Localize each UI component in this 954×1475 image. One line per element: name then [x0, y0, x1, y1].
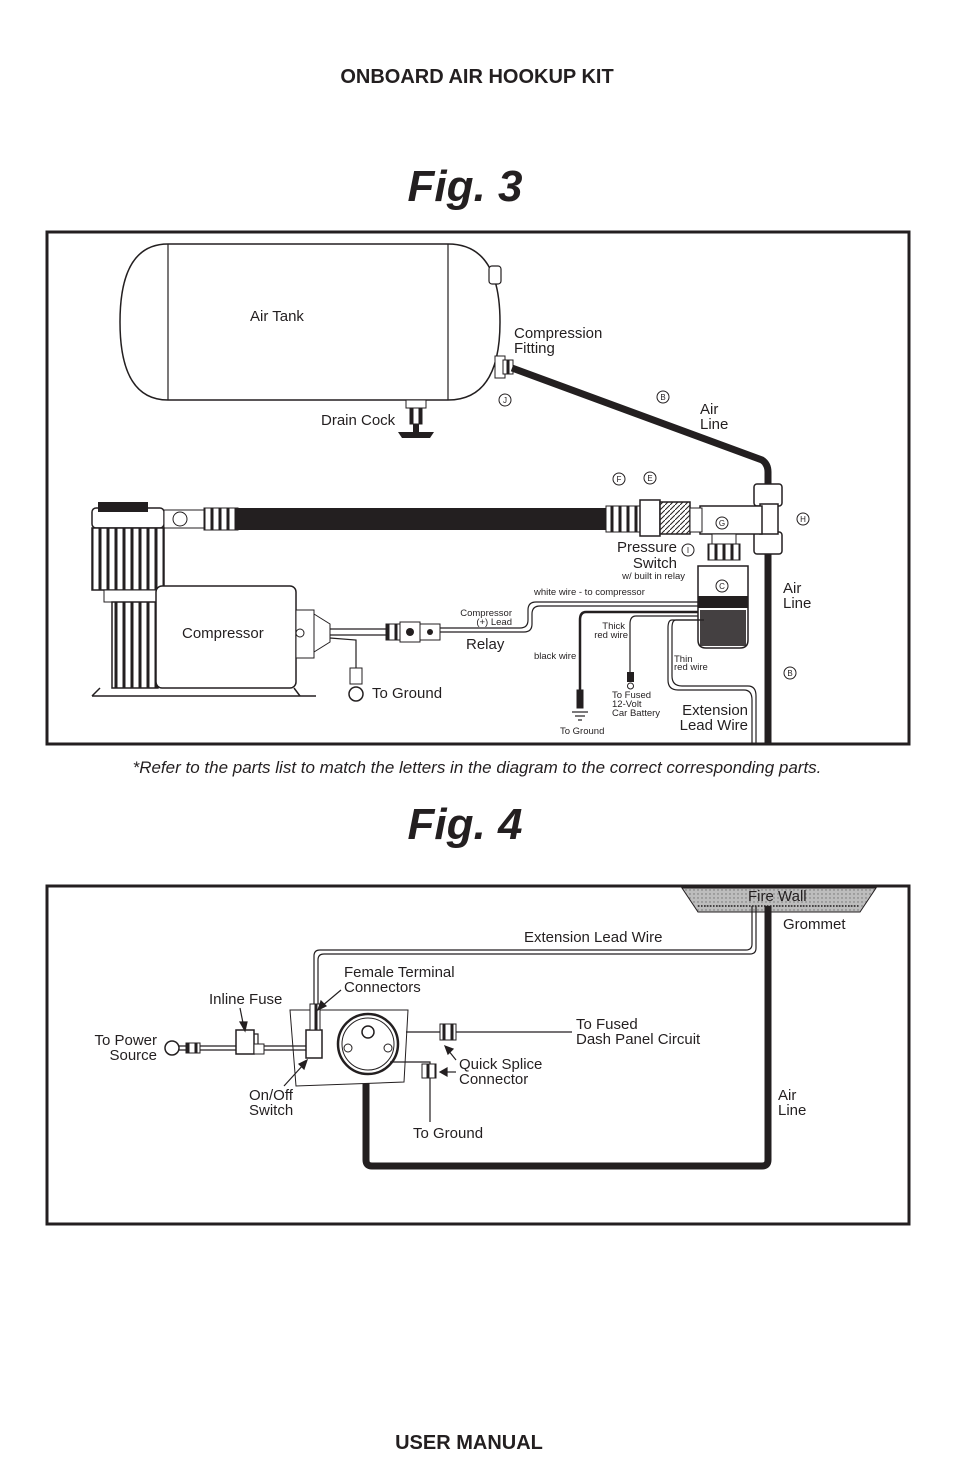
fig4-title: Fig. 4: [407, 800, 523, 849]
callout-b-bottom: B: [783, 666, 797, 680]
svg-text:B: B: [787, 669, 792, 678]
pointer-arrows: [238, 989, 457, 1087]
footer-title: USER MANUAL: [395, 1432, 543, 1454]
label-on-off-1: On/Off: [249, 1087, 294, 1104]
label-extension-lead-1: Extension: [682, 702, 748, 719]
callout-e: E: [643, 471, 657, 485]
drain-cock: [398, 399, 434, 438]
label-thick-red-1: Thick: [602, 621, 625, 632]
label-air-line-right-1: Air: [783, 580, 801, 597]
label-quick-splice-2: Connector: [459, 1071, 528, 1088]
svg-text:B: B: [660, 393, 665, 402]
label-to-fused-dash-1: To Fused: [576, 1016, 638, 1033]
fig3-title: Fig. 3: [407, 162, 523, 211]
fig3-frame: [45, 230, 911, 746]
fire-wall: [681, 887, 877, 913]
callout-g: G: [715, 516, 729, 530]
label-air-line-top-1: Air: [700, 401, 718, 418]
ground-connector-left: [348, 667, 364, 702]
label-air-line-2: Line: [778, 1102, 806, 1119]
fig3-diagram: J B F E G H I C B Air Tank Compression F…: [45, 230, 911, 746]
label-female-terminal-2: Connectors: [344, 979, 421, 996]
label-relay: Relay: [466, 636, 505, 653]
label-to-fused-1: To Fused: [612, 690, 651, 701]
callout-i: I: [681, 543, 695, 557]
quick-coupler: [639, 499, 703, 537]
compressor: [91, 502, 331, 697]
wiring: [329, 601, 757, 744]
relay: [385, 621, 441, 643]
label-air-tank: Air Tank: [250, 308, 304, 325]
label-compressor-lead-2: (+) Lead: [476, 617, 512, 628]
svg-text:J: J: [503, 396, 507, 405]
label-grommet: Grommet: [783, 916, 846, 933]
callout-b-top: B: [656, 390, 670, 404]
label-compressor-lead-1: Compressor: [460, 608, 512, 619]
label-air-line-1: Air: [778, 1087, 796, 1104]
label-female-terminal-1: Female Terminal: [344, 964, 455, 981]
label-on-off-2: Switch: [249, 1102, 293, 1119]
callout-f: F: [612, 472, 626, 486]
label-white-wire: white wire - to compressor: [533, 587, 645, 598]
label-air-line-right-2: Line: [783, 595, 811, 612]
label-compressor: Compressor: [182, 625, 264, 642]
label-thin-red-2: red wire: [674, 662, 708, 673]
label-extension-lead-2: Lead Wire: [680, 717, 748, 734]
compression-fitting: [494, 355, 514, 379]
label-compression-fitting-1: Compression: [514, 325, 602, 342]
callout-h: H: [796, 512, 810, 526]
label-inline-fuse: Inline Fuse: [209, 991, 282, 1008]
label-thick-red-2: red wire: [594, 630, 628, 641]
label-black-wire: black wire: [534, 651, 576, 662]
air-tank: [119, 243, 502, 401]
label-pressure-switch-note: w/ built in relay: [621, 571, 685, 582]
label-to-fused-3: Car Battery: [612, 708, 660, 719]
pressure-switch: [697, 533, 749, 649]
hose-fitting-f: [605, 505, 641, 533]
compressor-hose: [204, 508, 634, 530]
air-line-fig4: [362, 906, 772, 1170]
label-pressure-switch-2: Switch: [633, 555, 677, 572]
svg-text:E: E: [647, 474, 652, 483]
label-air-line-top-2: Line: [700, 416, 728, 433]
t-fitting: [699, 483, 783, 555]
label-to-power-2: Source: [109, 1047, 157, 1064]
page-title: ONBOARD AIR HOOKUP KIT: [340, 66, 614, 88]
fig4-frame: [45, 884, 911, 1226]
svg-text:F: F: [617, 475, 622, 484]
parts-footnote: *Refer to the parts list to match the le…: [132, 758, 822, 777]
label-to-power-1: To Power: [94, 1032, 157, 1049]
callout-c: C: [715, 579, 729, 593]
label-thin-red-1: Thin: [674, 654, 692, 665]
label-to-ground: To Ground: [413, 1125, 483, 1142]
label-to-fused-dash-2: Dash Panel Circuit: [576, 1031, 701, 1048]
label-drain-cock: Drain Cock: [321, 412, 396, 429]
inline-fuse: [235, 1029, 265, 1055]
battery-terminal: [627, 672, 634, 690]
svg-text:G: G: [719, 519, 725, 528]
power-ring-terminal: [164, 1040, 201, 1056]
quick-splice-connector: [421, 1023, 457, 1079]
extension-lead-wire: [313, 906, 753, 1004]
label-fire-wall: Fire Wall: [748, 888, 807, 905]
label-to-fused-2: 12-Volt: [612, 699, 642, 710]
label-pressure-switch-1: Pressure: [617, 539, 677, 556]
label-quick-splice-1: Quick Splice: [459, 1056, 542, 1073]
label-extension-lead-wire: Extension Lead Wire: [524, 929, 662, 946]
fig4-diagram: Fire Wall Grommet Extension Lead Wire Fe…: [45, 884, 911, 1226]
svg-text:H: H: [800, 515, 806, 524]
label-to-ground-left: To Ground: [372, 685, 442, 702]
ground-symbol: [572, 689, 588, 721]
hose-fitting-left: [203, 507, 239, 531]
on-off-switch: [305, 1003, 323, 1059]
air-line-top: [510, 364, 772, 486]
label-compression-fitting-2: Fitting: [514, 340, 555, 357]
svg-text:C: C: [719, 582, 725, 591]
svg-text:I: I: [687, 546, 689, 555]
label-to-ground-bottom: To Ground: [560, 726, 604, 737]
callout-j: J: [498, 393, 512, 407]
